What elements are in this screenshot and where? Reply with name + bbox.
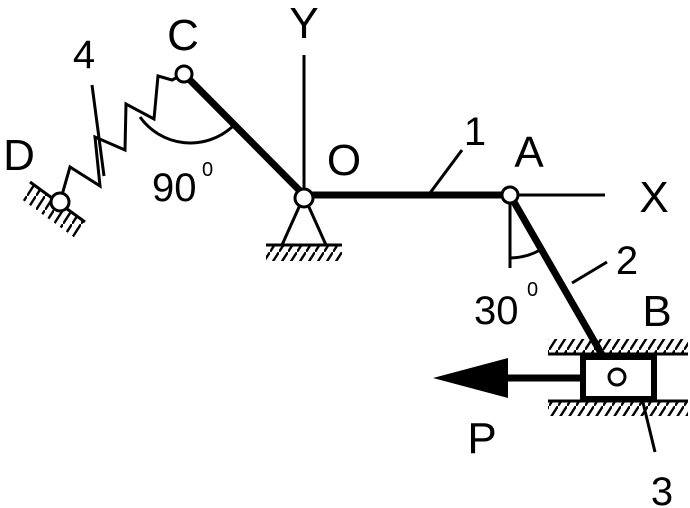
link-1-label: 1: [464, 110, 486, 154]
spring-4-leader: [90, 84, 106, 177]
link-oc: [181, 71, 307, 198]
ground-o-hatch: [266, 246, 342, 261]
point-d-label: D: [3, 131, 35, 180]
guide-bottom-hatch: [548, 402, 688, 416]
guide-top-hatch: [548, 339, 688, 353]
joint-d: [49, 191, 71, 213]
angle-30-label: 30: [474, 289, 519, 333]
x-axis-label: X: [639, 173, 668, 222]
link-2-leader: [571, 260, 608, 285]
spring-4: [58, 72, 185, 203]
angle-90-arc: [138, 116, 234, 145]
link-2-label: 2: [616, 239, 638, 283]
link-1-leader: [428, 149, 464, 194]
slider-3-label: 3: [651, 470, 673, 508]
joint-b: [607, 367, 627, 387]
point-b-label: B: [642, 287, 671, 336]
force-p-arrowhead: [433, 358, 508, 398]
joint-o: [293, 187, 315, 209]
angle-90-degree: 0: [202, 159, 213, 181]
angle-90-label: 90: [152, 166, 197, 210]
point-a-label: A: [514, 128, 544, 177]
joint-c: [174, 64, 194, 84]
force-p-label: P: [467, 414, 496, 463]
joint-a: [500, 185, 520, 205]
angle-30-degree: 0: [527, 279, 538, 301]
y-axis-label: Y: [289, 0, 318, 48]
spring-4-label: 4: [73, 33, 95, 77]
angle-30-arc: [509, 248, 541, 260]
point-c-label: C: [167, 11, 199, 60]
origin-label: O: [327, 136, 361, 185]
ground-d-hatch: [20, 182, 85, 238]
